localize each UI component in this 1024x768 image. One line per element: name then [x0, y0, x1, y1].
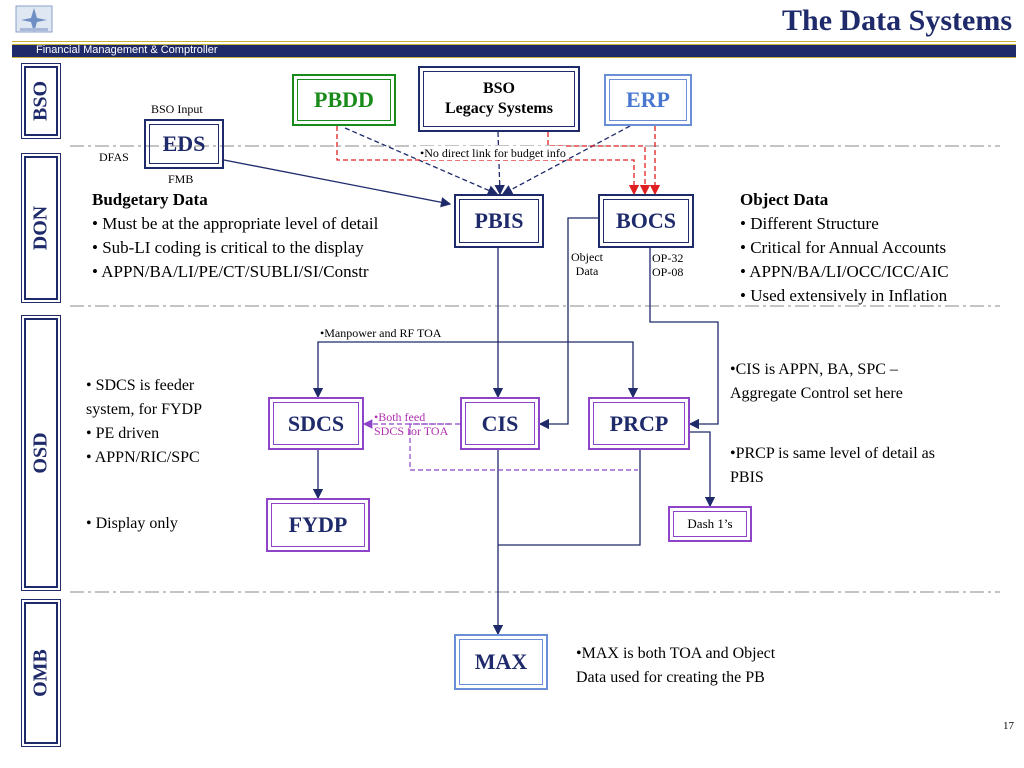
- sdcs-note: • PE driven: [86, 425, 160, 442]
- sdcs-note: • SDCS is feeder: [86, 377, 195, 394]
- banner-text: Financial Management & Comptroller: [36, 44, 218, 56]
- lane-label-omb: OMB: [21, 599, 61, 747]
- manpower-label: •Manpower and RF TOA: [320, 326, 442, 340]
- logo: [14, 2, 54, 36]
- budgetary-heading: Budgetary Data: [92, 190, 208, 209]
- page-number: 17: [1003, 720, 1014, 732]
- arrow-prcp-dash: [690, 431, 716, 508]
- sdcs-box: SDCS: [268, 397, 364, 450]
- arrow-eds-pbis: [223, 159, 452, 208]
- bso-input-label: BSO Input: [151, 102, 203, 116]
- fmb-label: FMB: [168, 172, 194, 186]
- object-item: • Different Structure: [740, 214, 879, 233]
- page-title: The Data Systems: [782, 4, 1012, 37]
- erp-box: ERP: [604, 74, 692, 126]
- header-banner: Financial Management & Comptroller: [12, 40, 1016, 60]
- display-only-note: • Display only: [86, 515, 178, 532]
- arrow-legacy-bocs: [547, 132, 651, 196]
- sdcs-note: system, for FYDP: [86, 401, 203, 418]
- arrow-pbis-prcp: [498, 341, 639, 399]
- lane-label-osd: OSD: [21, 315, 61, 591]
- object-item: • APPN/BA/LI/OCC/ICC/AIC: [740, 262, 949, 281]
- budgetary-item: • Must be at the appropriate level of de…: [92, 214, 379, 233]
- object-heading: Object Data: [740, 190, 829, 209]
- dash-ones-box: Dash 1’s: [668, 506, 752, 542]
- object-data-block: Object Data • Different Structure • Crit…: [740, 188, 949, 308]
- eds-box: EDS: [144, 119, 224, 169]
- arrow-pbis-sdcs: [312, 341, 498, 399]
- prcp-box: PRCP: [588, 397, 690, 450]
- budgetary-item: • APPN/BA/LI/PE/CT/SUBLI/SI/Constr: [92, 262, 369, 281]
- object-item: • Critical for Annual Accounts: [740, 238, 947, 257]
- cis-note: •CIS is APPN, BA, SPC –Aggregate Control…: [730, 361, 903, 402]
- sdcs-note: • APPN/RIC/SPC: [86, 449, 200, 466]
- arrow-bocs-prcp: [649, 248, 719, 430]
- bocs-box: BOCS: [598, 194, 694, 248]
- arrow-pbdd-pbis: [344, 127, 499, 196]
- arrow-erp-pbis: [501, 125, 631, 195]
- pbdd-box: PBDD: [292, 74, 396, 126]
- logo-icon: [15, 5, 53, 33]
- arrow-pbdd-bocs: [336, 126, 640, 196]
- dashed-cis-prcp-link: [409, 423, 638, 471]
- arrow-bocs-cis: [538, 217, 598, 430]
- object-item: • Used extensively in Inflation: [740, 286, 948, 305]
- max-box: MAX: [454, 634, 548, 690]
- lane-separators: [70, 145, 1000, 593]
- budgetary-item: • Sub-LI coding is critical to the displ…: [92, 238, 364, 257]
- sdcs-notes: • SDCS is feeder system, for FYDP • PE d…: [86, 374, 202, 470]
- arrow-legacy-pbis: [494, 131, 505, 196]
- line-prcp-max: [498, 450, 641, 546]
- no-direct-link-label: •No direct link for budget info: [420, 146, 566, 160]
- pbis-box: PBIS: [454, 194, 544, 248]
- lane-label-don: DON: [21, 153, 61, 303]
- budgetary-data-block: Budgetary Data • Must be at the appropri…: [92, 188, 378, 284]
- cis-box: CIS: [460, 397, 540, 450]
- fydp-box: FYDP: [266, 498, 370, 552]
- dfas-label: DFAS: [99, 150, 129, 164]
- lane-label-bso: BSO: [21, 63, 61, 139]
